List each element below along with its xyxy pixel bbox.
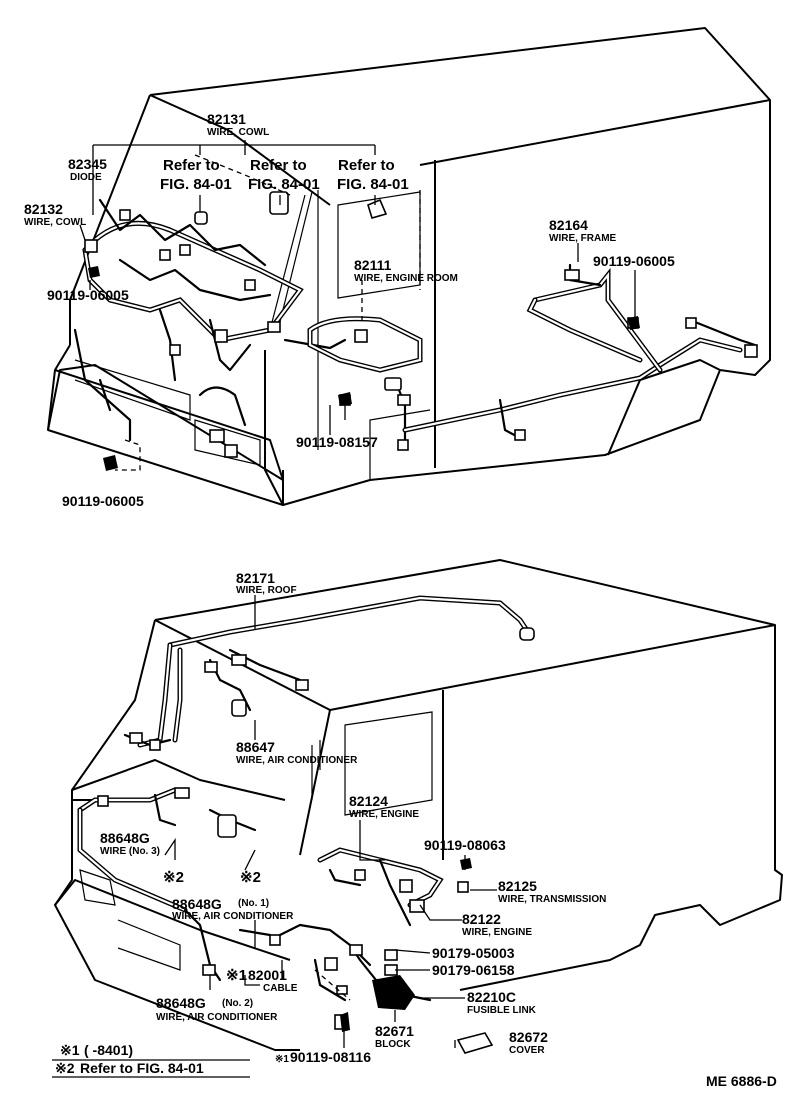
part-name-diode: DIODE	[70, 172, 102, 183]
part-number-90119-06005-left: 90119-06005	[47, 287, 129, 303]
part-number-82001: 82001	[248, 967, 287, 983]
note-mark-2-right: ※2	[240, 869, 261, 886]
part-name-wire-air-conditioner-no1: WIRE, AIR CONDITIONER	[172, 911, 294, 922]
footnote-2-text: Refer to FIG. 84-01	[80, 1060, 204, 1076]
part-name-wire-air-conditioner: WIRE, AIR CONDITIONER	[236, 755, 358, 766]
part-name-wire-no3: WIRE (No. 3)	[100, 846, 160, 857]
part-number-88648G-no3: 88648G	[100, 830, 150, 846]
part-number-88648G-no1: 88648G	[172, 896, 222, 912]
part-number-88647: 88647	[236, 739, 275, 755]
part-name-wire-air-conditioner-no2: WIRE, AIR CONDITIONER	[156, 1012, 278, 1023]
part-number-82124: 82124	[349, 793, 388, 809]
part-name-wire-engine-room: WIRE, ENGINE ROOM	[354, 273, 458, 284]
refer-to-label-b: Refer to	[250, 157, 307, 174]
part-name-cover: COVER	[509, 1045, 545, 1056]
bottom-labels: 82171 WIRE, ROOF 88647 WIRE, AIR CONDITI…	[100, 570, 606, 1065]
part-number-88648G-no2: 88648G	[156, 995, 206, 1011]
part-number-82164: 82164	[549, 217, 588, 233]
part-number-90119-06005-right: 90119-06005	[593, 253, 675, 269]
part-number-82125: 82125	[498, 878, 537, 894]
refer-to-label-c: Refer to	[338, 157, 395, 174]
part-name-wire-engine: WIRE, ENGINE	[349, 809, 419, 820]
part-number-82171: 82171	[236, 570, 275, 586]
part-name-wire-transmission: WIRE, TRANSMISSION	[498, 894, 606, 905]
part-number-82671: 82671	[375, 1023, 414, 1039]
part-number-90119-08157: 90119-08157	[296, 434, 378, 450]
part-number-90119-06005-bottom: 90119-06005	[62, 493, 144, 509]
footnote-1-text: ( -8401)	[84, 1042, 133, 1058]
part-number-82131: 82131	[207, 111, 246, 127]
part-number-90119-08063: 90119-08063	[424, 837, 506, 853]
part-number-82210C: 82210C	[467, 989, 516, 1005]
part-number-90119-08116: 90119-08116	[290, 1049, 371, 1065]
bottom-leader-lines	[164, 595, 497, 1048]
top-labels: 82131 WIRE, COWL 82345 DIODE 82132 WIRE,…	[24, 111, 675, 509]
footnotes: ※1 ( -8401) ※2 Refer to FIG. 84-01	[52, 1042, 250, 1078]
footnote-2-mark: ※2	[55, 1060, 75, 1076]
part-name-wire-cowl-2: WIRE, COWL	[24, 217, 86, 228]
part-name-block: BLOCK	[375, 1039, 411, 1050]
note-mark-1-bolt: ※1	[275, 1054, 289, 1065]
part-sub-no1: (No. 1)	[238, 898, 269, 909]
part-sub-no2: (No. 2)	[222, 998, 253, 1009]
part-number-82672: 82672	[509, 1029, 548, 1045]
part-name-wire-frame: WIRE, FRAME	[549, 233, 617, 244]
part-name-wire-cowl: WIRE, COWL	[207, 127, 269, 138]
part-number-82122: 82122	[462, 911, 501, 927]
footnote-1-mark: ※1	[60, 1042, 80, 1058]
part-number-82132: 82132	[24, 201, 63, 217]
note-mark-2-left: ※2	[163, 869, 184, 886]
part-name-fusible-link: FUSIBLE LINK	[467, 1005, 537, 1016]
part-number-90179-05003: 90179-05003	[432, 945, 515, 961]
refer-to-figure-b: FIG. 84-01	[248, 176, 320, 193]
top-wiring-harness	[73, 191, 758, 471]
part-name-cable: CABLE	[263, 983, 298, 994]
note-mark-1-cable: ※1	[226, 967, 247, 984]
figure-code: ME 6886-D	[706, 1073, 777, 1089]
part-name-wire-engine-2: WIRE, ENGINE	[462, 927, 532, 938]
refer-to-figure-c: FIG. 84-01	[337, 176, 409, 193]
part-name-wire-roof: WIRE, ROOF	[236, 585, 297, 596]
part-number-82111: 82111	[354, 257, 392, 273]
bottom-vehicle-body	[54, 559, 783, 1051]
part-number-90179-06158: 90179-06158	[432, 962, 515, 978]
refer-to-figure-a: FIG. 84-01	[160, 176, 232, 193]
refer-to-label-a: Refer to	[163, 157, 220, 174]
bottom-wiring-harness	[77, 595, 535, 1054]
part-number-82345: 82345	[68, 156, 107, 172]
top-leader-lines	[79, 140, 636, 471]
